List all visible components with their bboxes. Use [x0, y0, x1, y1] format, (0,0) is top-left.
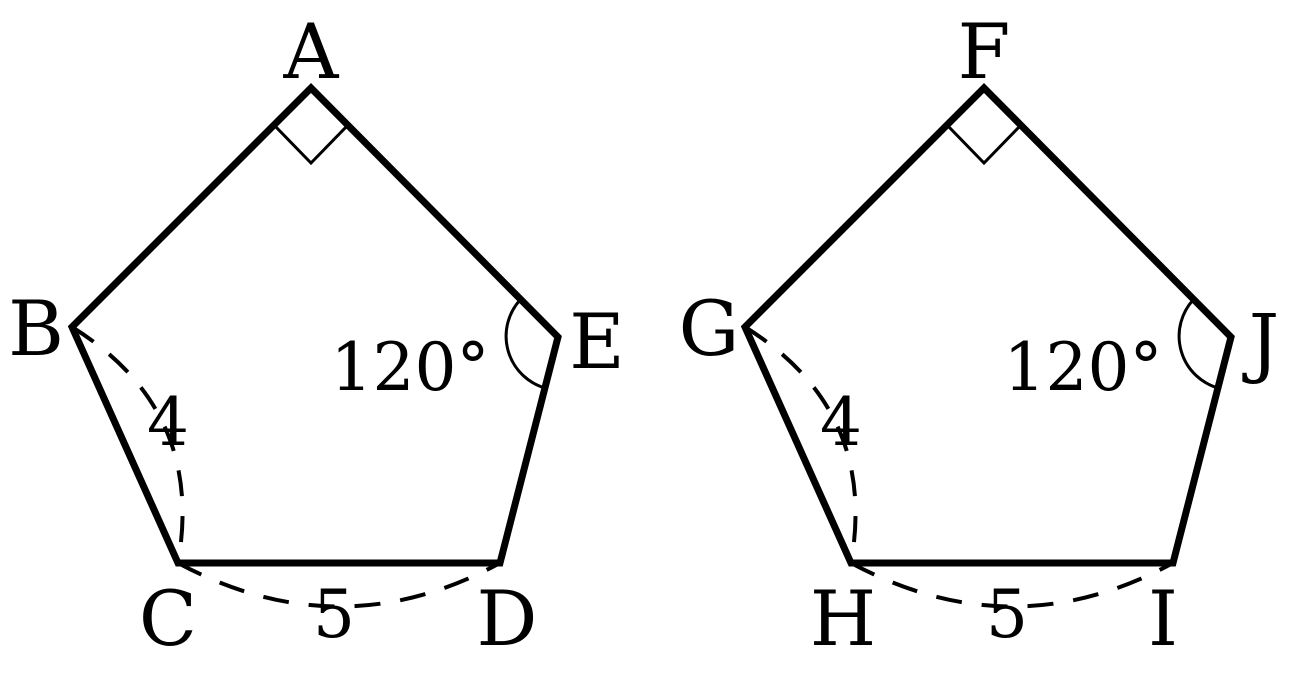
vertex-label-g: G: [679, 284, 740, 373]
dimension-arc-gh: [743, 325, 858, 564]
vertex-label-e: E: [569, 297, 624, 386]
vertex-label-h: H: [810, 574, 876, 663]
pentagon-fghij-outline: [740, 83, 1235, 567]
right-angle-mark-a: [272, 123, 350, 166]
pentagon-abcde-outline: [67, 83, 562, 567]
dimension-arc-bc: [70, 325, 185, 564]
angle-arc-j: [1177, 298, 1219, 390]
dimension-arc-hi: [850, 561, 1174, 609]
vertex-label-f: F: [958, 7, 1011, 96]
pentagon-fghij: F G H I J 120° 4 5: [679, 7, 1280, 663]
vertex-label-c: C: [139, 574, 197, 663]
side-label-hi: 5: [986, 576, 1028, 653]
vertex-label-b: B: [8, 284, 64, 373]
dimension-arc-cd: [177, 561, 501, 609]
side-label-cd: 5: [313, 576, 355, 653]
angle-label-e: 120°: [331, 329, 490, 406]
vertex-label-j: J: [1242, 297, 1279, 386]
side-label-bc: 4: [147, 384, 189, 461]
side-label-gh: 4: [820, 384, 862, 461]
vertex-label-d: D: [477, 574, 538, 663]
pentagon-abcde: A B C D E 120° 4 5: [8, 7, 625, 663]
angle-label-j: 120°: [1004, 329, 1163, 406]
vertex-label-i: I: [1148, 574, 1178, 663]
right-angle-mark-f: [945, 123, 1023, 166]
angle-arc-e: [504, 298, 546, 390]
vertex-label-a: A: [283, 7, 340, 96]
